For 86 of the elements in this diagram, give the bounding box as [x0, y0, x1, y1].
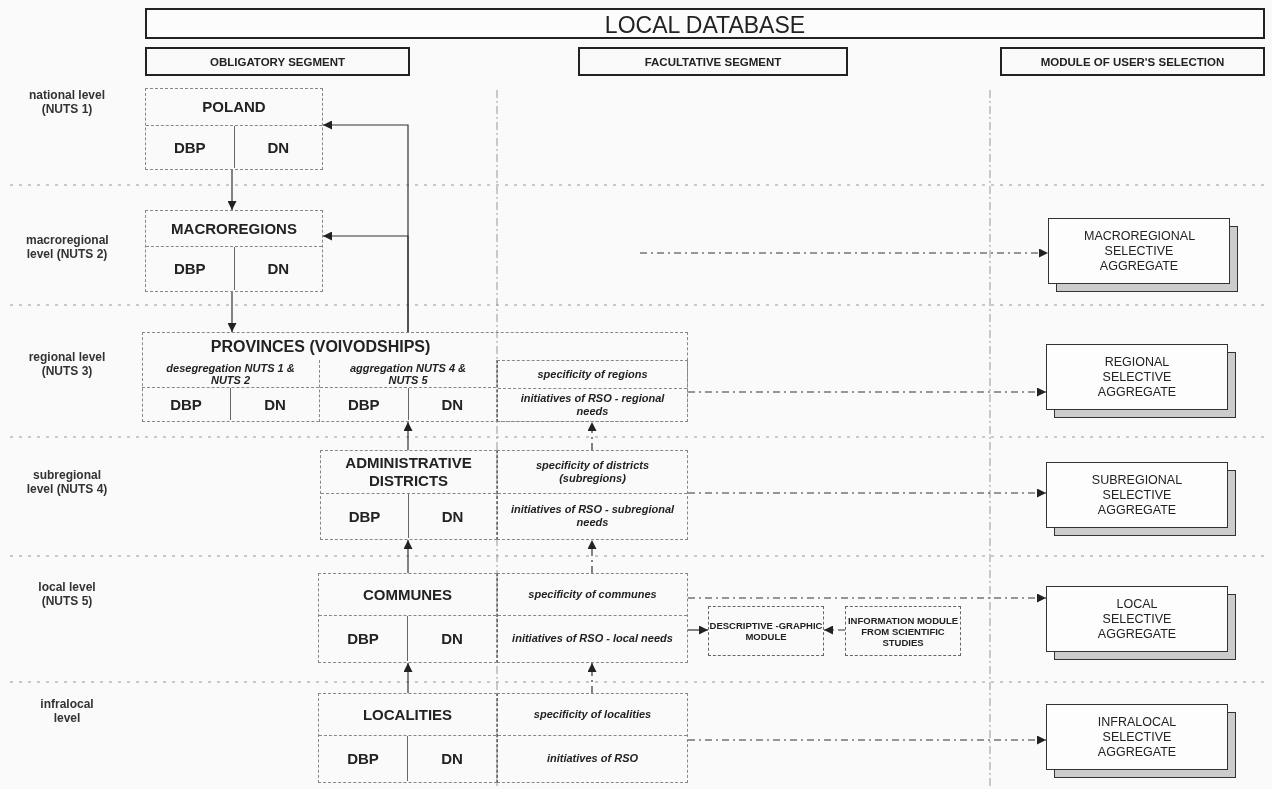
- data-label: DBP: [346, 394, 381, 415]
- table-box: [318, 573, 497, 663]
- cell-note: initiatives of RSO - local needs: [511, 631, 674, 646]
- table-box: [145, 88, 323, 170]
- table-cell: [497, 360, 688, 422]
- data-label: DBP: [172, 137, 207, 158]
- arrow: [227, 291, 237, 333]
- dashed-arrow: [639, 248, 1049, 258]
- module-title: INFORMATION MODULE FROM SCIENTIFIC STUDIES: [846, 614, 960, 648]
- unit-name: LOCALITIES: [319, 694, 496, 736]
- unit-name: ADMINISTRATIVE DISTRICTS: [321, 451, 496, 494]
- data-label: DN: [407, 388, 496, 420]
- data-label: DBP: [347, 506, 382, 527]
- table-box: [142, 332, 688, 422]
- table-box: [145, 210, 323, 292]
- aggregate-title: INFRALOCAL SELECTIVE AGGREGATE: [1096, 714, 1178, 760]
- dashed-arrow: [587, 662, 597, 694]
- segment-title: MODULE OF USER'S SELECTION: [1040, 55, 1225, 68]
- data-label: DBP: [169, 394, 203, 415]
- cell-note: specificity of communes: [498, 574, 687, 616]
- table-cell: [142, 360, 320, 422]
- dashed-arrow: [687, 593, 1047, 603]
- module-box: [708, 606, 824, 656]
- dashed-arrow: [687, 387, 1047, 397]
- arrow: [403, 539, 413, 574]
- table-cell: [320, 360, 497, 422]
- arrow: [322, 231, 409, 333]
- banner-box: [145, 8, 1265, 39]
- module-box: [845, 606, 961, 656]
- stacked-box: [1046, 586, 1236, 660]
- unit-name: PROVINCES (VOIVODSHIPS): [209, 336, 432, 357]
- aggregate-title: SUBREGIONAL SELECTIVE AGGREGATE: [1090, 472, 1184, 518]
- dashed-arrow: [687, 735, 1047, 745]
- stacked-box: [1046, 462, 1236, 536]
- dashed-arrow: [823, 625, 846, 635]
- arrow: [227, 169, 237, 211]
- level-label: national level (NUTS 1): [28, 88, 106, 116]
- segment-title: OBLIGATORY SEGMENT: [210, 55, 345, 68]
- module-title: DESCRIPTIVE -GRAPHIC MODULE: [709, 620, 823, 642]
- data-label: DBP: [172, 259, 207, 279]
- banner-title: LOCAL DATABASE: [603, 12, 807, 39]
- table-cell: [497, 573, 688, 663]
- aggregate-title: MACROREGIONAL SELECTIVE AGGREGATE: [1084, 228, 1194, 274]
- unit-name: COMMUNES: [319, 574, 496, 616]
- cell-note: initiatives of RSO - subregional needs: [509, 502, 676, 530]
- data-label: DN: [407, 736, 496, 781]
- segment-header-box: [145, 47, 410, 76]
- data-label: DN: [230, 388, 319, 420]
- aggregate-title: REGIONAL SELECTIVE AGGREGATE: [1096, 354, 1178, 400]
- level-label: regional level (NUTS 3): [27, 350, 107, 378]
- cell-note: specificity of regions: [498, 361, 687, 389]
- unit-name: POLAND: [146, 89, 322, 126]
- stacked-box: [1046, 344, 1236, 418]
- stacked-box: [1048, 218, 1238, 292]
- arrow: [687, 625, 709, 635]
- cell-note: specificity of localities: [498, 694, 687, 736]
- unit-name: MACROREGIONS: [146, 211, 322, 247]
- table-box: [320, 450, 497, 540]
- cell-note: aggregation NUTS 4 & NUTS 5: [320, 360, 496, 388]
- data-label: DBP: [346, 749, 380, 769]
- cell-note: initiatives of RSO - regional needs: [519, 390, 666, 419]
- level-label: local level (NUTS 5): [37, 580, 97, 608]
- cell-note: initiatives of RSO: [545, 751, 640, 766]
- data-label: DN: [233, 126, 322, 168]
- arrow: [403, 662, 413, 694]
- segment-header-box: [578, 47, 848, 76]
- level-label: infralocal level: [39, 697, 95, 725]
- stacked-box: [1046, 704, 1236, 778]
- data-label: DN: [407, 616, 496, 661]
- segment-header-box: [1000, 47, 1265, 76]
- level-label: macroregional level (NUTS 2): [25, 233, 110, 261]
- aggregate-title: LOCAL SELECTIVE AGGREGATE: [1096, 596, 1178, 642]
- table-cell: [497, 450, 688, 540]
- level-label: subregional level (NUTS 4): [25, 468, 109, 496]
- cell-note: desegregation NUTS 1 & NUTS 2: [142, 360, 319, 388]
- segment-title: FACULTATIVE SEGMENT: [644, 55, 782, 68]
- data-label: DBP: [346, 629, 380, 649]
- dashed-arrow: [587, 539, 597, 574]
- data-label: DN: [233, 247, 322, 290]
- cell-note: specificity of districts (subregions): [498, 451, 687, 494]
- arrow: [403, 421, 413, 451]
- table-cell: [497, 693, 688, 783]
- data-label: DN: [408, 494, 496, 538]
- table-box: [318, 693, 497, 783]
- dashed-arrow: [687, 488, 1047, 498]
- dashed-arrow: [587, 421, 597, 451]
